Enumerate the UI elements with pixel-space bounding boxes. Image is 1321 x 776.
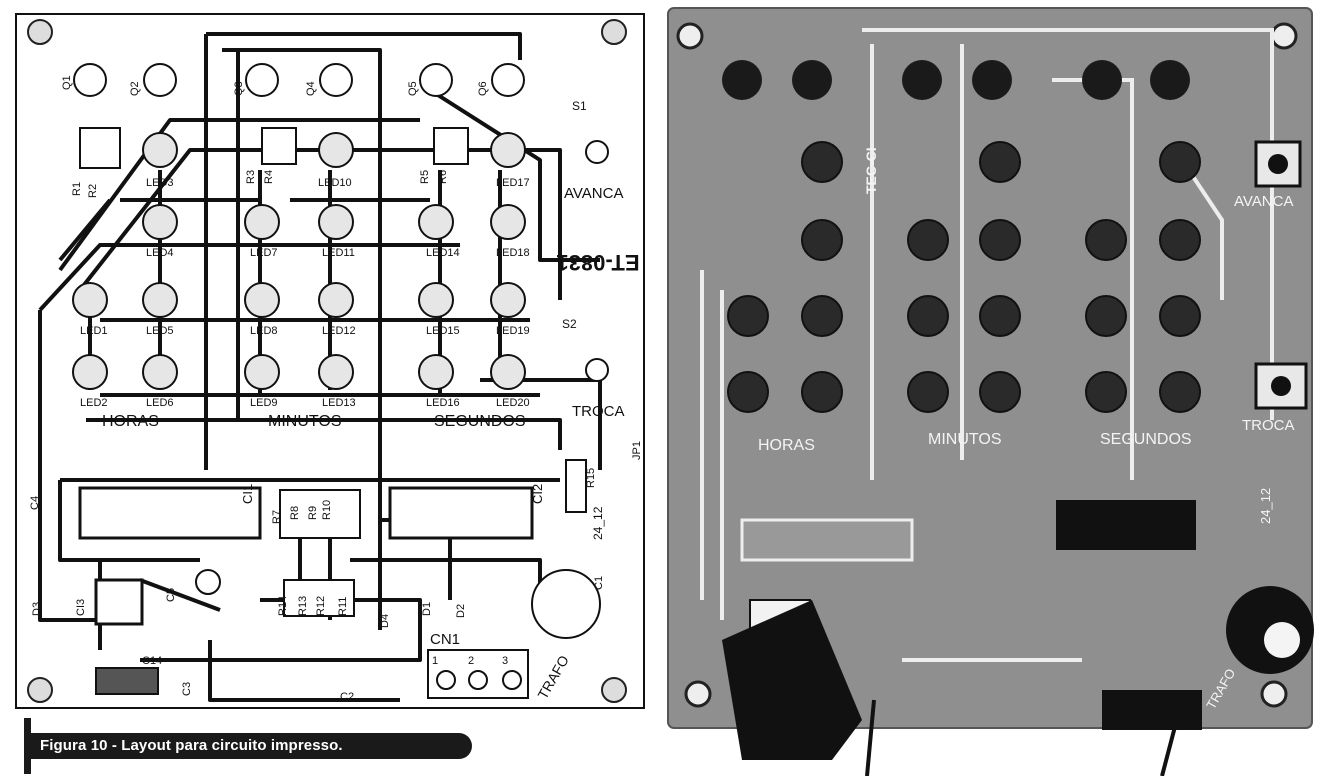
- connector-label-24-12: 24_12: [591, 506, 605, 540]
- pcb-layout-diagram: ET-0831 S1 AVANCA S2 TROCA HORAS MINUTOS…: [15, 13, 645, 709]
- resistor-label-r12: R12: [315, 596, 327, 616]
- led-label-6: LED6: [146, 397, 174, 409]
- resistor-label-r5: R5: [419, 170, 431, 184]
- photo-terminal-block: [1102, 690, 1202, 730]
- resistors: [79, 127, 587, 617]
- photo-ics: [740, 500, 1196, 562]
- led-label-16: LED16: [426, 397, 460, 409]
- transistor-label-q6: Q6: [477, 81, 489, 96]
- pcb-traces: [38, 32, 602, 702]
- leds: [72, 132, 526, 390]
- photo-group-label-minutos: MINUTOS: [928, 431, 1001, 448]
- resistor-label-r1: R1: [71, 182, 83, 196]
- transistor-label-q2: Q2: [129, 81, 141, 96]
- led-label-8: LED8: [250, 325, 278, 337]
- assembled-board-photo: TEC-CI HORAS MINUTOS SEGUNDOS AVANCA TRO…: [662, 0, 1321, 776]
- led-label-7: LED7: [250, 247, 278, 259]
- diode-label-d1: D1: [421, 602, 433, 616]
- capacitor-label-c4: C4: [29, 496, 41, 510]
- resistor-label-r3: R3: [245, 170, 257, 184]
- board-code-label: ET-0831: [556, 250, 639, 275]
- led-label-18: LED18: [496, 247, 530, 259]
- figure-caption: Figura 10 - Layout para circuito impress…: [40, 737, 343, 754]
- transistor-label-q4: Q4: [305, 81, 317, 96]
- group-label-horas: HORAS: [102, 413, 159, 430]
- ic-label-ci3: CI3: [75, 599, 87, 616]
- photo-transistors: [722, 60, 1190, 100]
- led-label-9: LED9: [250, 397, 278, 409]
- switches: [585, 140, 609, 382]
- transistor-label-q5: Q5: [407, 81, 419, 96]
- ic-label-ci1: CI1: [240, 484, 255, 504]
- photo-logo-text: TEC-CI: [863, 147, 879, 194]
- group-label-minutos: MINUTOS: [268, 413, 341, 430]
- transistors: [73, 63, 525, 97]
- led-label-15: LED15: [426, 325, 460, 337]
- caption-banner: [24, 733, 472, 759]
- led-label-14: LED14: [426, 247, 460, 259]
- led-label-4: LED4: [146, 247, 174, 259]
- capacitor-label-c3: C3: [181, 682, 193, 696]
- integrated-circuits: [78, 486, 534, 626]
- led-label-20: LED20: [496, 397, 530, 409]
- resistor-label-r13: R13: [297, 596, 309, 616]
- resistor-label-r6: R6: [437, 170, 449, 184]
- resistor-label-r8: R8: [289, 506, 301, 520]
- switch-label-s2: S2: [562, 317, 577, 331]
- diode-label-d4: D4: [379, 614, 391, 628]
- capacitor-label-c5: C5: [165, 588, 177, 602]
- ic-label-ci2: CI2: [530, 484, 545, 504]
- transistor-label-q3: Q3: [233, 81, 245, 96]
- diode-label-d3: D3: [31, 602, 43, 616]
- photo-traces: [700, 28, 1274, 662]
- led-label-3: LED3: [146, 177, 174, 189]
- capacitor-label-c2: C2: [340, 691, 354, 703]
- photo-wire-1: [865, 699, 876, 776]
- switch-label-s1: S1: [572, 99, 587, 113]
- photo-regulator: [722, 600, 862, 760]
- resistor-label-r7: R7: [271, 510, 283, 524]
- resistor-label-r14: R14: [277, 596, 289, 616]
- pin-label-2: 2: [468, 655, 474, 667]
- switch-label-troca: TROCA: [572, 403, 625, 420]
- photo-capacitor-top: [1264, 622, 1300, 658]
- photo-switch-label-troca: TROCA: [1242, 417, 1295, 434]
- led-label-10: LED10: [318, 177, 352, 189]
- capacitor-label-c14: C14: [142, 655, 162, 667]
- mounting-holes: [27, 19, 627, 703]
- photo-group-label-horas: HORAS: [758, 437, 815, 454]
- group-label-segundos: SEGUNDOS: [434, 413, 526, 430]
- connector-label-cn1: CN1: [430, 631, 460, 648]
- led-label-5: LED5: [146, 325, 174, 337]
- capacitor-label-c1: C1: [593, 576, 605, 590]
- led-label-17: LED17: [496, 177, 530, 189]
- transistor-label-q1: Q1: [61, 75, 73, 90]
- led-label-12: LED12: [322, 325, 356, 337]
- photo-button-troca-cap: [1271, 376, 1291, 396]
- pin-label-1: 1: [432, 655, 438, 667]
- capacitors: [95, 569, 601, 699]
- led-label-11: LED11: [322, 247, 355, 259]
- photo-switch-label-avanca: AVANCA: [1234, 193, 1293, 210]
- resistor-label-r11: R11: [337, 597, 349, 616]
- switch-label-avanca: AVANCA: [564, 185, 623, 202]
- resistor-label-r4: R4: [263, 170, 275, 184]
- led-label-2: LED2: [80, 397, 108, 409]
- led-label-19: LED19: [496, 325, 530, 337]
- photo-group-label-segundos: SEGUNDOS: [1100, 431, 1192, 448]
- connector-label-jp1: JP1: [631, 441, 643, 460]
- photo-leds: [727, 141, 1201, 413]
- resistor-label-r10: R10: [321, 500, 333, 520]
- diode-label-d2: D2: [455, 604, 467, 618]
- pin-label-3: 3: [502, 655, 508, 667]
- led-label-13: LED13: [322, 397, 356, 409]
- resistor-label-r15: R15: [585, 468, 597, 488]
- photo-connector-label-24-12: 24_12: [1258, 488, 1273, 524]
- photo-wire-2: [1160, 699, 1184, 776]
- photo-mounting-holes: [676, 22, 1298, 708]
- resistor-label-r2: R2: [87, 184, 99, 198]
- led-label-1: LED1: [80, 325, 108, 337]
- resistor-label-r9: R9: [307, 506, 319, 520]
- photo-button-avanca-cap: [1268, 154, 1288, 174]
